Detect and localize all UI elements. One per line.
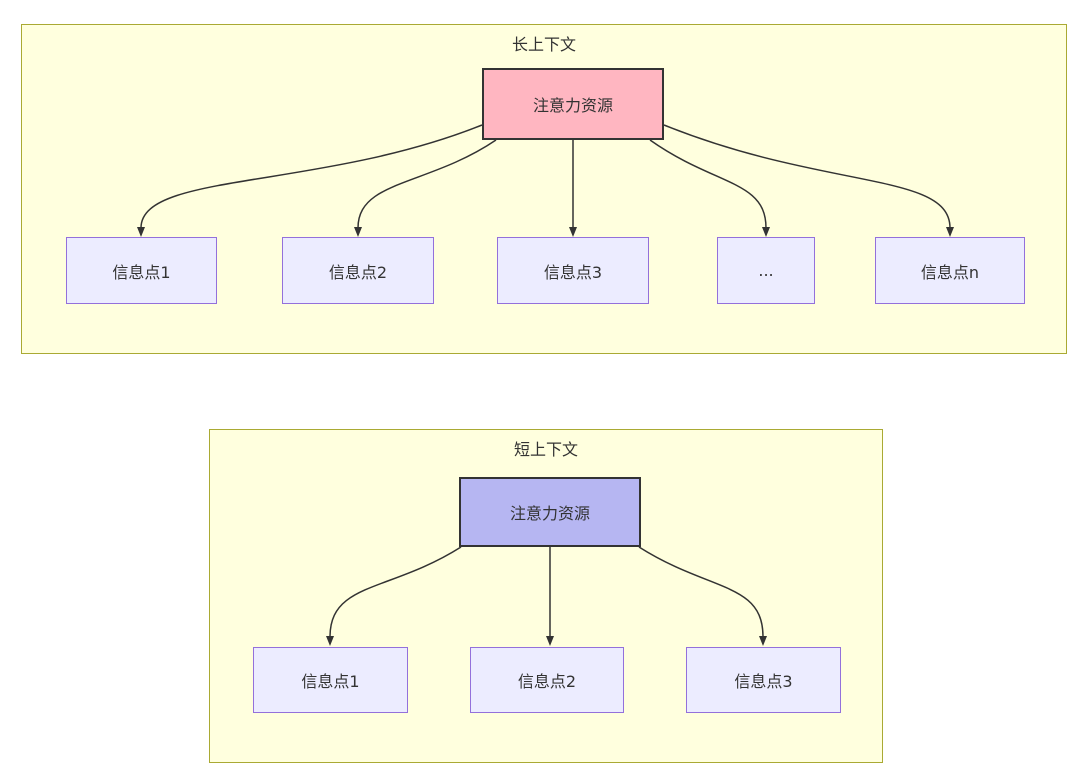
long-context-title: 长上下文 — [511, 35, 576, 54]
long-info-point-ellipsis: ... — [717, 237, 815, 304]
arrow-long-to-point1 — [137, 124, 483, 237]
long-info-point-n: 信息点n — [875, 237, 1025, 304]
arrow-long-to-ellipsis — [649, 139, 770, 237]
arrow-long-to-point2 — [354, 139, 497, 237]
short-info-point-3: 信息点3 — [686, 647, 841, 713]
short-attention-resource-node: 注意力资源 — [459, 477, 641, 547]
short-context-title: 短上下文 — [513, 440, 578, 459]
arrow-short-to-point1 — [326, 546, 462, 646]
short-info-point-2: 信息点2 — [470, 647, 624, 713]
long-info-point-1: 信息点1 — [66, 237, 217, 304]
long-info-point-2: 信息点2 — [282, 237, 434, 304]
arrow-short-to-point3 — [638, 546, 767, 646]
long-attention-resource-node: 注意力资源 — [482, 68, 664, 140]
long-info-point-3: 信息点3 — [497, 237, 649, 304]
short-info-point-1: 信息点1 — [253, 647, 408, 713]
arrow-long-to-pointn — [663, 124, 954, 237]
